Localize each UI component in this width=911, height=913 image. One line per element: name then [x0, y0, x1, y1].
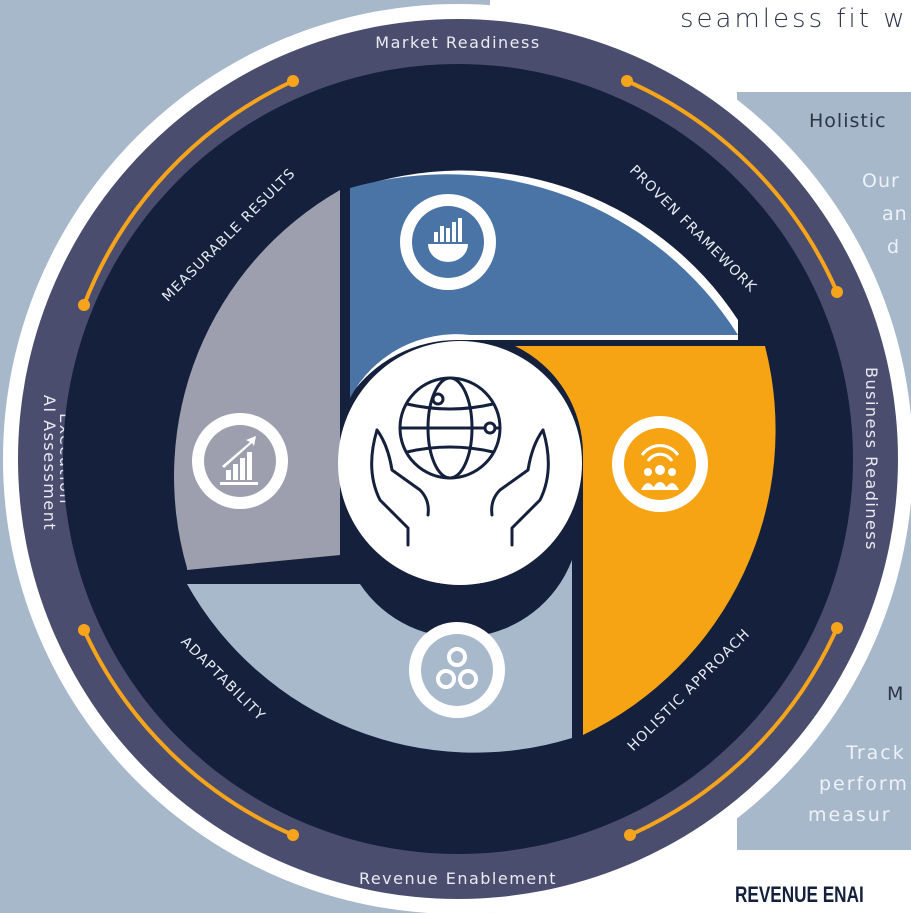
measurable-text-line-2: perform [819, 773, 909, 795]
cycle-arrows-icon [436, 647, 478, 689]
measurable-text-line-1: Track [846, 742, 906, 764]
center-circle [338, 341, 582, 585]
hands-globe-icon [370, 376, 550, 547]
label-market-readiness-visible: Market Readiness [375, 33, 540, 52]
holistic-heading: Holistic [809, 110, 887, 132]
label-ai-assessment: AI Assessment [40, 395, 59, 531]
holistic-text-line-2: an [882, 203, 908, 225]
tagline-text: seamless fit w [680, 4, 908, 34]
globe-chart-icon [428, 218, 468, 262]
team-signal-icon [640, 444, 680, 490]
accent-arcs [82, 79, 839, 837]
footer-title: REVENUE ENAI [735, 882, 864, 907]
accent-dots [78, 75, 843, 841]
quadrant-holistic-approach [515, 346, 776, 735]
holistic-text-line-1: Our [862, 170, 900, 192]
holistic-text-line-3: d [887, 236, 901, 258]
label-revenue-enablement-visible: Revenue Enablement [359, 869, 557, 888]
measurable-text-line-3: measur [808, 804, 892, 826]
icon-badges [192, 194, 708, 718]
label-business-readiness: Business Readiness [862, 367, 881, 551]
growth-chart-icon [220, 436, 258, 485]
measurable-heading: M [887, 683, 905, 705]
